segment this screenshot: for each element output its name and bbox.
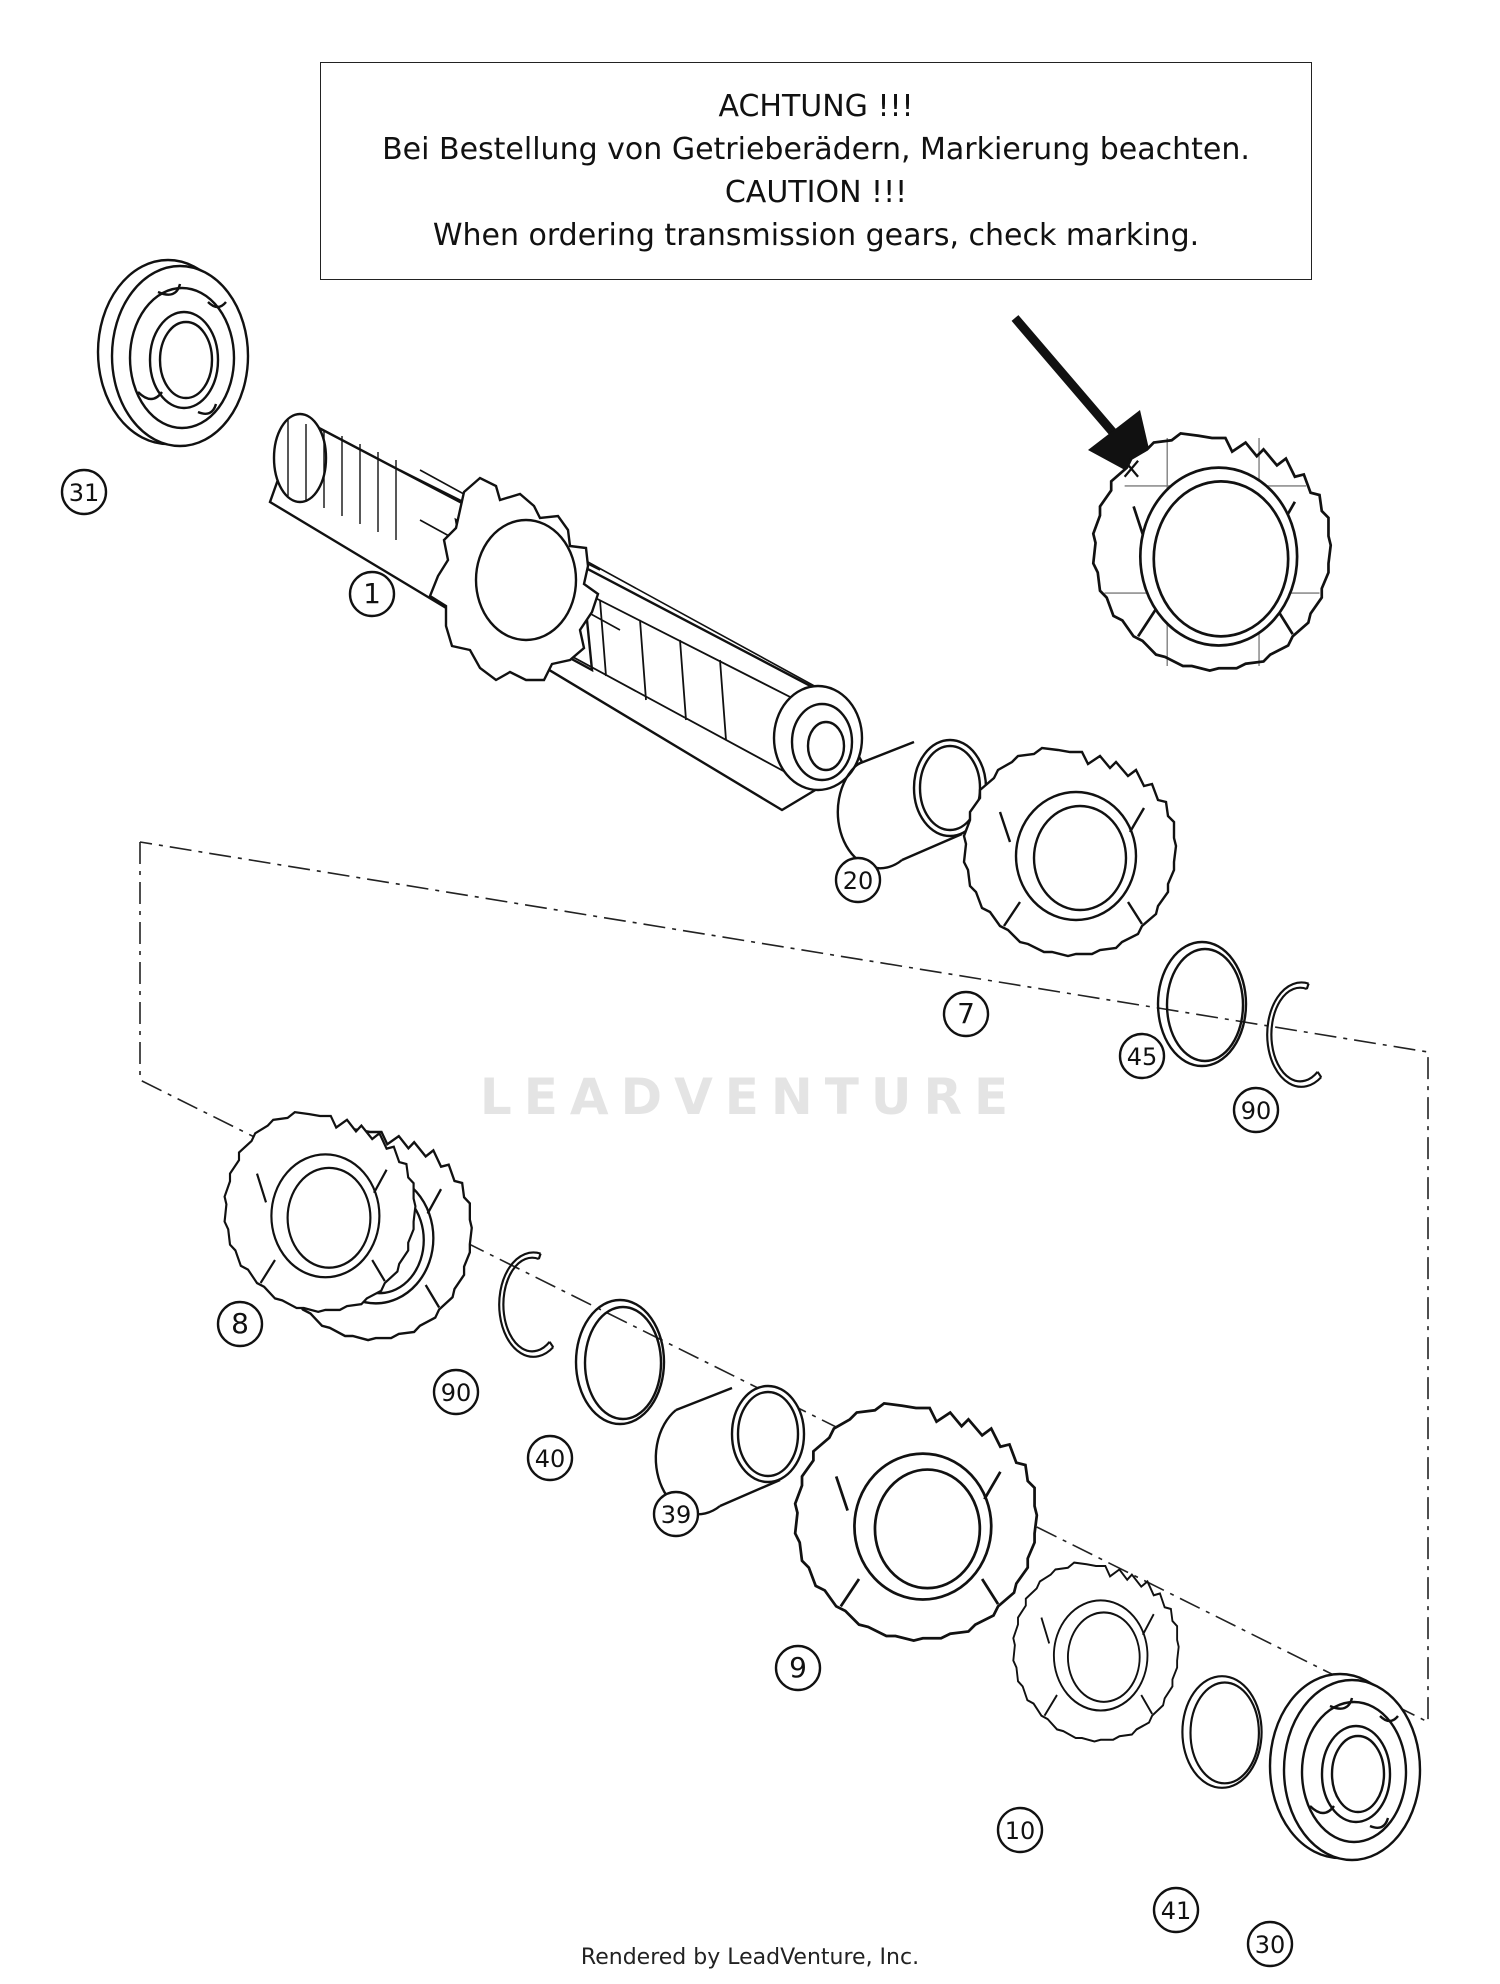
callout-label: 90	[1241, 1097, 1272, 1125]
callout-label: 9	[789, 1651, 807, 1684]
notice-line-2: Bei Bestellung von Getrieberädern, Marki…	[382, 132, 1250, 167]
notice-line-3: CAUTION !!!	[724, 175, 908, 210]
notice-line-4: When ordering transmission gears, check …	[432, 218, 1200, 253]
callout-10: 10	[996, 1806, 1044, 1854]
callout-label: 10	[1005, 1817, 1036, 1845]
callout-circle	[1118, 1032, 1166, 1080]
callout-90: 90	[1232, 1086, 1280, 1134]
callout-label: 40	[535, 1445, 566, 1473]
callout-circle	[1246, 1920, 1294, 1968]
callout-label: 20	[843, 867, 874, 895]
callout-circle	[1152, 1886, 1200, 1934]
callout-circle	[348, 570, 396, 618]
callout-30: 30	[1246, 1920, 1294, 1968]
gear-8	[223, 1111, 473, 1342]
bearing-31	[96, 258, 250, 448]
callout-label: 1	[363, 577, 381, 610]
callout-circle	[60, 468, 108, 516]
gear-9	[793, 1402, 1039, 1642]
callout-40: 40	[526, 1434, 574, 1482]
callout-label: 45	[1127, 1043, 1158, 1071]
main-shaft-1	[268, 412, 864, 812]
callout-39: 39	[652, 1490, 700, 1538]
callout-31: 31	[60, 468, 108, 516]
callout-label: 30	[1255, 1931, 1286, 1959]
callout-label: 31	[69, 479, 100, 507]
callout-label: 7	[957, 997, 975, 1030]
callout-circle	[216, 1300, 264, 1348]
washer-41	[1181, 1675, 1263, 1789]
callout-label: 90	[441, 1379, 472, 1407]
callout-1: 1	[348, 570, 396, 618]
circlip-90-lower	[498, 1251, 555, 1358]
gear-7	[962, 746, 1178, 958]
footer-credit: Rendered by LeadVenture, Inc.	[580, 1945, 920, 1970]
bearing-30	[1268, 1672, 1422, 1862]
callout-circle	[834, 856, 882, 904]
callout-7: 7	[942, 990, 990, 1038]
washer-45	[1156, 940, 1248, 1068]
callout-circle	[526, 1434, 574, 1482]
callout-circle	[996, 1806, 1044, 1854]
callout-circle	[432, 1368, 480, 1416]
callout-circle	[652, 1490, 700, 1538]
callout-circle	[942, 990, 990, 1038]
callout-45: 45	[1118, 1032, 1166, 1080]
callout-circle	[1232, 1086, 1280, 1134]
callout-circle	[774, 1644, 822, 1692]
callout-label: 8	[231, 1307, 249, 1340]
callout-8: 8	[216, 1300, 264, 1348]
callout-90: 90	[432, 1368, 480, 1416]
arrow-line	[1011, 315, 1132, 453]
caution-notice: ACHTUNG !!! Bei Bestellung von Getrieber…	[320, 62, 1312, 280]
callout-label: 41	[1161, 1897, 1192, 1925]
marked-gear-detail	[1091, 432, 1333, 672]
gear-10	[1012, 1561, 1180, 1743]
notice-line-1: ACHTUNG !!!	[718, 89, 914, 124]
watermark-text: LEADVENTURE	[479, 1068, 1021, 1126]
callout-label: 39	[661, 1501, 692, 1529]
callout-9: 9	[774, 1644, 822, 1692]
callout-20: 20	[834, 856, 882, 904]
callout-41: 41	[1152, 1886, 1200, 1934]
